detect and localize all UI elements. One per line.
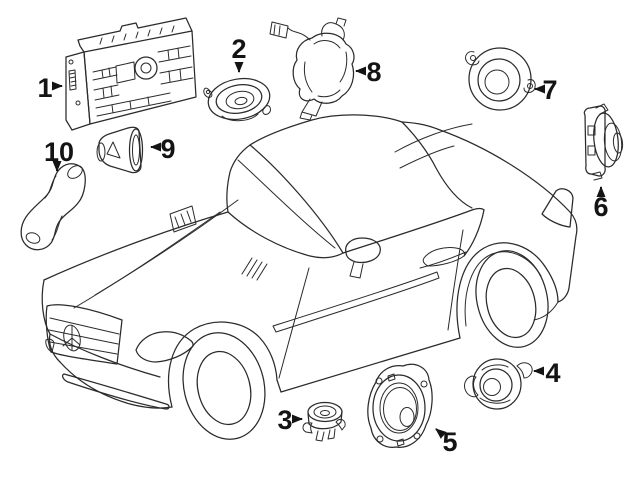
callout-1-label: 1 [37, 73, 52, 103]
callout-1[interactable]: 1 [37, 73, 63, 103]
callout-10-label: 10 [44, 137, 74, 167]
car-body-outline [41, 114, 578, 409]
callout-5[interactable]: 5 [435, 427, 458, 457]
callout-10[interactable]: 10 [44, 137, 74, 172]
car-tail-light [541, 188, 574, 228]
callout-7-label: 7 [542, 75, 557, 105]
callout-3-label: 3 [277, 405, 292, 435]
part-6-side-mount-speaker [583, 103, 624, 181]
part-10-air-duct-hose [20, 163, 86, 251]
car-headlight [135, 331, 194, 363]
part-5-subwoofer-speaker [367, 363, 433, 448]
part-2-door-speaker [203, 77, 271, 122]
callout-2[interactable]: 2 [231, 34, 247, 73]
car-mirror [345, 237, 381, 279]
callout-4-label: 4 [545, 358, 560, 388]
part-4-bracket-speaker [464, 358, 533, 410]
part-7-dash-speaker [465, 47, 536, 111]
callout-4[interactable]: 4 [533, 358, 561, 388]
callout-8-label: 8 [366, 57, 381, 87]
part-1-radio-head-unit [65, 17, 197, 131]
callout-9-label: 9 [160, 134, 175, 164]
callout-6[interactable]: 6 [593, 186, 609, 222]
callout-8[interactable]: 8 [355, 57, 382, 87]
callout-7[interactable]: 7 [534, 75, 558, 105]
radio-display [115, 61, 136, 84]
callout-6-label: 6 [593, 192, 608, 222]
car-front-wheel [168, 321, 278, 440]
car-illustration [41, 114, 578, 440]
part-3-tweeter-speaker [302, 401, 346, 442]
callout-5-arrow-icon [435, 428, 447, 439]
car-grille [45, 304, 123, 365]
callout-9[interactable]: 9 [150, 134, 176, 164]
car-bumper-intake [45, 338, 170, 410]
brand-star-icon [62, 324, 81, 352]
radio-knob [134, 56, 158, 80]
car-cowl-vents [169, 205, 268, 281]
part-8-wiring-harness-module [269, 17, 355, 121]
callout-3[interactable]: 3 [277, 405, 303, 435]
part-9-air-duct-adapter [96, 126, 144, 174]
car-rear-wheel [456, 242, 559, 348]
callout-2-label: 2 [231, 34, 246, 64]
callout-5-label: 5 [442, 427, 457, 457]
